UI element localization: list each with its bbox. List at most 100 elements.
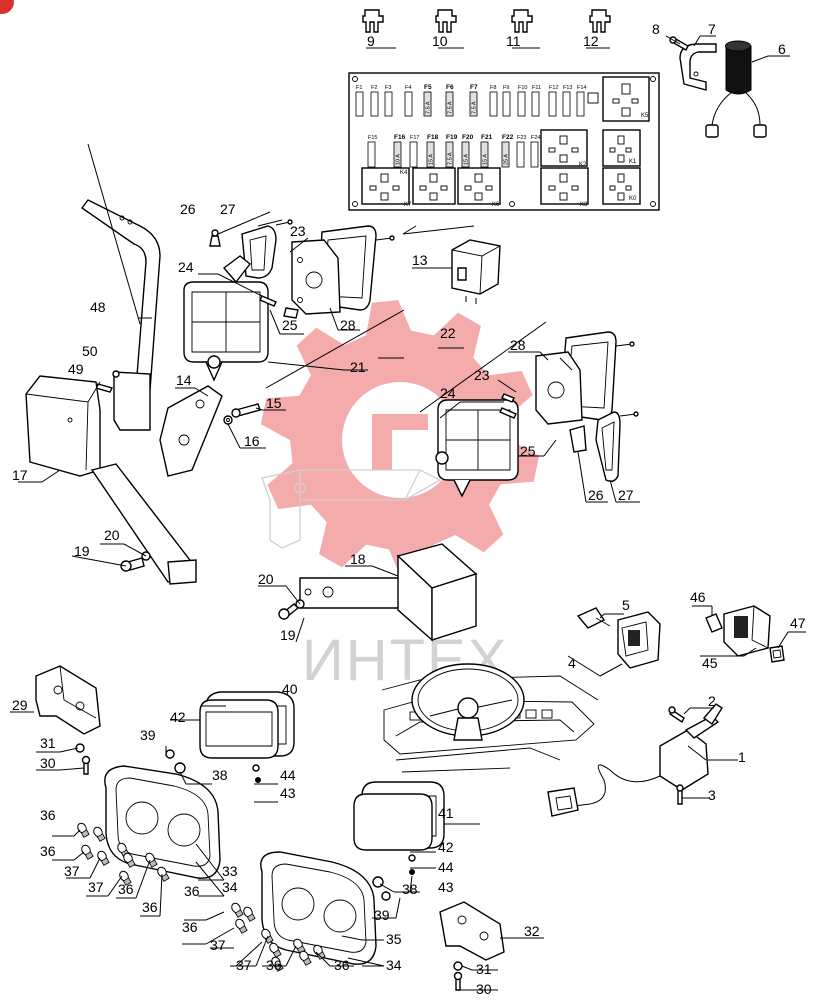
callout-28a: 28 — [340, 317, 356, 333]
callout-25a: 25 — [282, 317, 298, 333]
fuse-slot — [502, 91, 511, 117]
fuse-slot — [517, 91, 526, 117]
callout-30a: 30 — [40, 755, 56, 771]
callout-38b: 38 — [402, 881, 418, 897]
switch-4 — [617, 611, 661, 669]
fuse-slot — [501, 141, 510, 168]
callout-11: 11 — [506, 33, 521, 49]
fuse-code: F1 — [356, 85, 362, 91]
relay-label: K6 — [492, 202, 500, 208]
callout-23b: 23 — [474, 367, 490, 383]
nut-39-left — [165, 749, 175, 759]
callout-23a: 23 — [290, 223, 306, 239]
fuse-f3: F3 — [384, 85, 393, 117]
fuse-code: F3 — [385, 85, 391, 91]
callout-24b: 24 — [440, 385, 456, 401]
fuse-f21: F21 15 A — [480, 134, 493, 168]
leader-line — [123, 543, 147, 557]
fuse-slot — [461, 141, 470, 168]
leader-line — [402, 225, 417, 235]
screw-3 — [676, 784, 684, 805]
callout-37b: 37 — [88, 879, 104, 895]
bulb-icon — [93, 826, 106, 842]
clamp-7 — [679, 43, 717, 91]
bolt-30-right — [453, 971, 463, 991]
fuse-f9: F9 — [502, 85, 511, 117]
fuse-rating: 15 A — [429, 154, 435, 165]
callout-5: 5 — [622, 597, 630, 613]
lamp-reflector-right — [535, 351, 583, 425]
fuse-code: F6 — [446, 84, 454, 91]
fuse-slot — [530, 141, 539, 168]
fuse-rating: 7.5 A — [448, 101, 454, 114]
fuse-f5: F57.5 A — [423, 84, 432, 117]
callout-44b: 44 — [438, 859, 454, 875]
blade-fuse-icon — [362, 9, 384, 33]
fuse-f12: F12 — [548, 85, 558, 117]
callout-30b: 30 — [476, 981, 492, 997]
callout-42b: 42 — [438, 839, 454, 855]
leader-line — [439, 401, 461, 419]
leader-line — [265, 309, 405, 389]
leader-line — [227, 423, 241, 449]
leader-line — [567, 655, 601, 677]
fuse-code: F21 — [481, 134, 493, 141]
gasket-42-left — [199, 699, 279, 759]
fuse-slot — [548, 91, 557, 117]
arm-tube — [90, 463, 197, 585]
leader-line — [179, 771, 187, 785]
bulb-icon — [97, 850, 110, 866]
leader-line — [599, 663, 623, 677]
leader-line — [255, 407, 263, 411]
leader-line — [777, 631, 789, 649]
callout-2: 2 — [708, 693, 716, 709]
leader-line — [665, 35, 681, 45]
leader-line — [267, 361, 345, 371]
leader-line — [285, 585, 301, 605]
fuse-slot — [355, 91, 364, 117]
leader-line — [285, 945, 297, 967]
relay-k2: K2 — [540, 129, 588, 168]
callout-12: 12 — [583, 33, 599, 49]
callout-50: 50 — [82, 343, 98, 359]
leader-line — [743, 647, 757, 657]
callout-45: 45 — [702, 655, 718, 671]
callout-13: 13 — [412, 252, 428, 268]
screws-left-light — [259, 219, 395, 319]
callout-17: 17 — [12, 467, 28, 483]
callout-15: 15 — [266, 395, 282, 411]
washer-16 — [223, 415, 233, 425]
callout-18: 18 — [350, 551, 366, 567]
callout-26b: 26 — [588, 487, 604, 503]
cover-27-right — [595, 411, 621, 483]
corner-badge — [0, 0, 14, 14]
leader-line — [257, 219, 283, 227]
blade-fuse-icon — [589, 9, 611, 33]
relay-13 — [451, 239, 501, 304]
bulb-icon — [157, 866, 170, 882]
fuse-rating: 15 A — [483, 154, 489, 165]
watermark-ghost-bracket — [261, 469, 442, 549]
bolt-19-right — [278, 603, 300, 620]
fuse-slot — [404, 91, 413, 117]
left-bulb-group — [77, 822, 170, 886]
fuse-code: F11 — [532, 85, 541, 91]
callout-34a: 34 — [222, 879, 238, 895]
leader-line — [195, 843, 225, 881]
callout-6: 6 — [778, 41, 786, 57]
leader-line — [87, 143, 141, 325]
callout-3: 3 — [708, 787, 716, 803]
fuse-rating: 25 A — [504, 154, 510, 165]
leader-line — [693, 35, 701, 47]
leader-line — [577, 451, 587, 503]
watermark-gear — [260, 300, 540, 580]
connector-5 — [576, 607, 611, 629]
callout-36c: 36 — [118, 881, 134, 897]
work-light-left — [183, 281, 269, 382]
buzzer-6 — [705, 40, 767, 138]
fuse-f10: F10 — [517, 85, 527, 117]
callout-41: 41 — [438, 805, 454, 821]
